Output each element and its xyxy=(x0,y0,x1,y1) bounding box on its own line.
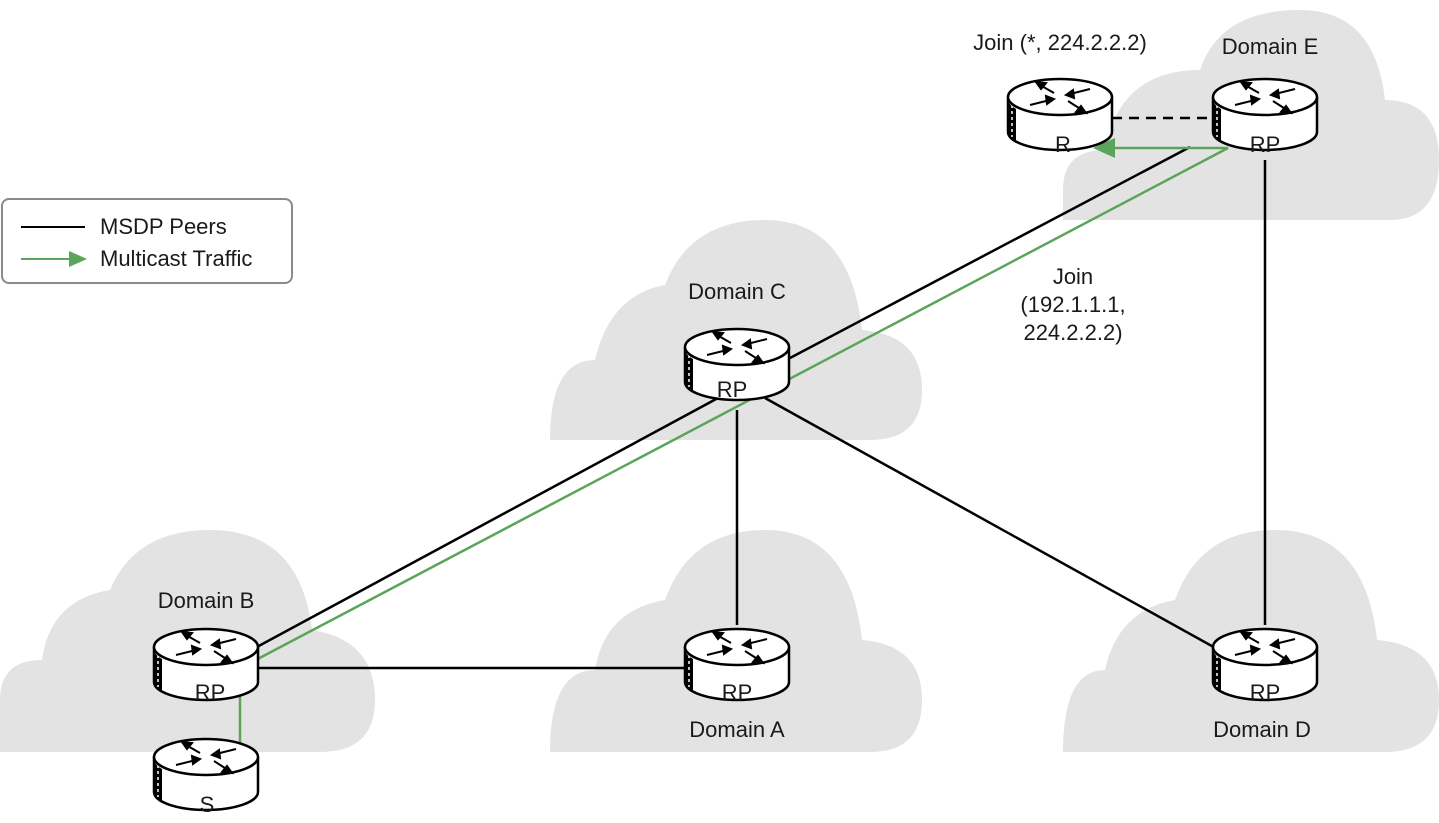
router-label-d: RP xyxy=(1250,680,1281,705)
domain-c-label: Domain C xyxy=(688,279,786,304)
router-label-receiver: R xyxy=(1055,132,1071,157)
domain-b-label: Domain B xyxy=(158,588,255,613)
router-label-a: RP xyxy=(722,680,753,705)
peer-line-c-e xyxy=(789,145,1191,360)
domain-e-label: Domain E xyxy=(1222,34,1319,59)
domain-a-label: Domain A xyxy=(689,717,785,742)
legend-line-black xyxy=(21,226,85,228)
legend-line-green xyxy=(21,258,73,260)
domain-d-label: Domain D xyxy=(1213,717,1311,742)
join-sg-line1: Join xyxy=(1053,264,1093,289)
router-label-b: RP xyxy=(195,680,226,705)
peer-line-c-d xyxy=(764,396,1229,657)
peer-line-b-c xyxy=(254,396,719,650)
join-sg-line2: (192.1.1.1, xyxy=(1020,292,1125,317)
legend-label: Multicast Traffic xyxy=(100,246,253,271)
join-sg-line3: 224.2.2.2) xyxy=(1023,320,1122,345)
join-star-annotation: Join (*, 224.2.2.2) xyxy=(973,30,1147,55)
router-label-source: S xyxy=(200,792,215,817)
legend-label: MSDP Peers xyxy=(100,214,227,239)
legend: MSDP Peers Multicast Traffic xyxy=(1,198,293,284)
msdp-peer-lines xyxy=(254,116,1267,670)
arrow-right-icon xyxy=(69,251,87,267)
router-label-c: RP xyxy=(717,377,748,402)
legend-item-msdp-peers: MSDP Peers xyxy=(3,212,291,242)
router-label-e: RP xyxy=(1250,132,1281,157)
legend-item-multicast-traffic: Multicast Traffic xyxy=(3,244,291,274)
